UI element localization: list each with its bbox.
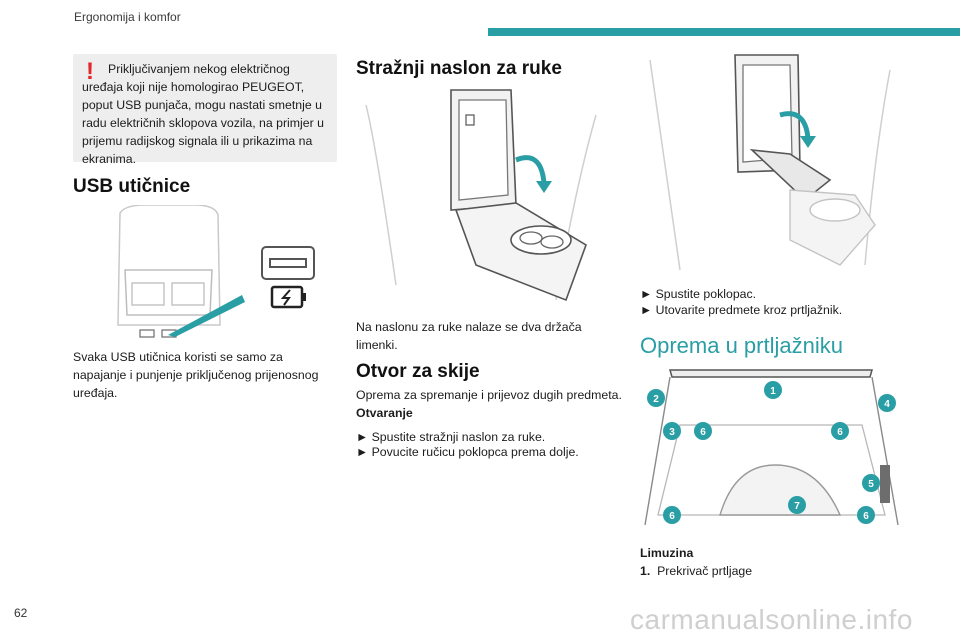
trunk-item-label: Prekrivač prtljage [657, 564, 753, 578]
callout-6d: 6 [863, 511, 869, 522]
watermark: carmanualsonline.info [630, 604, 913, 635]
warning-text: Priključivanjem nekog električnog uređaj… [82, 62, 324, 166]
ski-hatch-illustration [640, 50, 902, 275]
exclamation-warning-icon: ! [86, 58, 94, 85]
trunk-item-1: 1. Prekrivač prtljage [640, 562, 752, 580]
usb-illustration [100, 205, 330, 345]
ski-step-2: ► Povucite ručicu poklopca prema dolje. [356, 445, 579, 459]
rear-armrest-body: Na naslonu za ruke nalaze se dva držača … [356, 320, 582, 352]
usb-heading: USB utičnice [73, 176, 191, 197]
page-number: 62 [14, 606, 28, 620]
trunk-illustration: 1 2 3 4 5 6 6 6 6 7 [640, 365, 902, 535]
rear-armrest-heading: Stražnji naslon za ruke [356, 58, 562, 79]
callout-1: 1 [770, 386, 776, 397]
trunk-heading: Oprema u prtljažniku [640, 333, 843, 358]
callout-5: 5 [868, 479, 874, 490]
ski-step-4: ► Utovarite predmete kroz prtljažnik. [640, 303, 843, 317]
trunk-variant: Limuzina [640, 546, 694, 560]
ski-step-1: ► Spustite stražnji naslon za ruke. [356, 430, 546, 444]
callout-7: 7 [794, 501, 800, 512]
callout-3: 3 [669, 427, 675, 438]
usb-body: Svaka USB utičnica koristi se samo za na… [73, 350, 319, 400]
ski-subheading: Otvaranje [356, 406, 413, 420]
ski-body: Oprema za spremanje i prijevoz dugih pre… [356, 388, 622, 402]
ski-heading: Otvor za skije [356, 361, 480, 382]
callout-2: 2 [653, 394, 659, 405]
callout-6c: 6 [669, 511, 675, 522]
section-title: Ergonomija i komfor [74, 10, 181, 24]
rear-armrest-illustration [356, 85, 620, 310]
trunk-item-number: 1. [640, 564, 651, 578]
callout-6b: 6 [837, 427, 843, 438]
ski-step-3: ► Spustite poklopac. [640, 287, 757, 301]
warning-box [73, 54, 337, 162]
callout-6a: 6 [700, 427, 706, 438]
callout-4: 4 [884, 399, 890, 410]
header-accent-bar [488, 28, 960, 36]
